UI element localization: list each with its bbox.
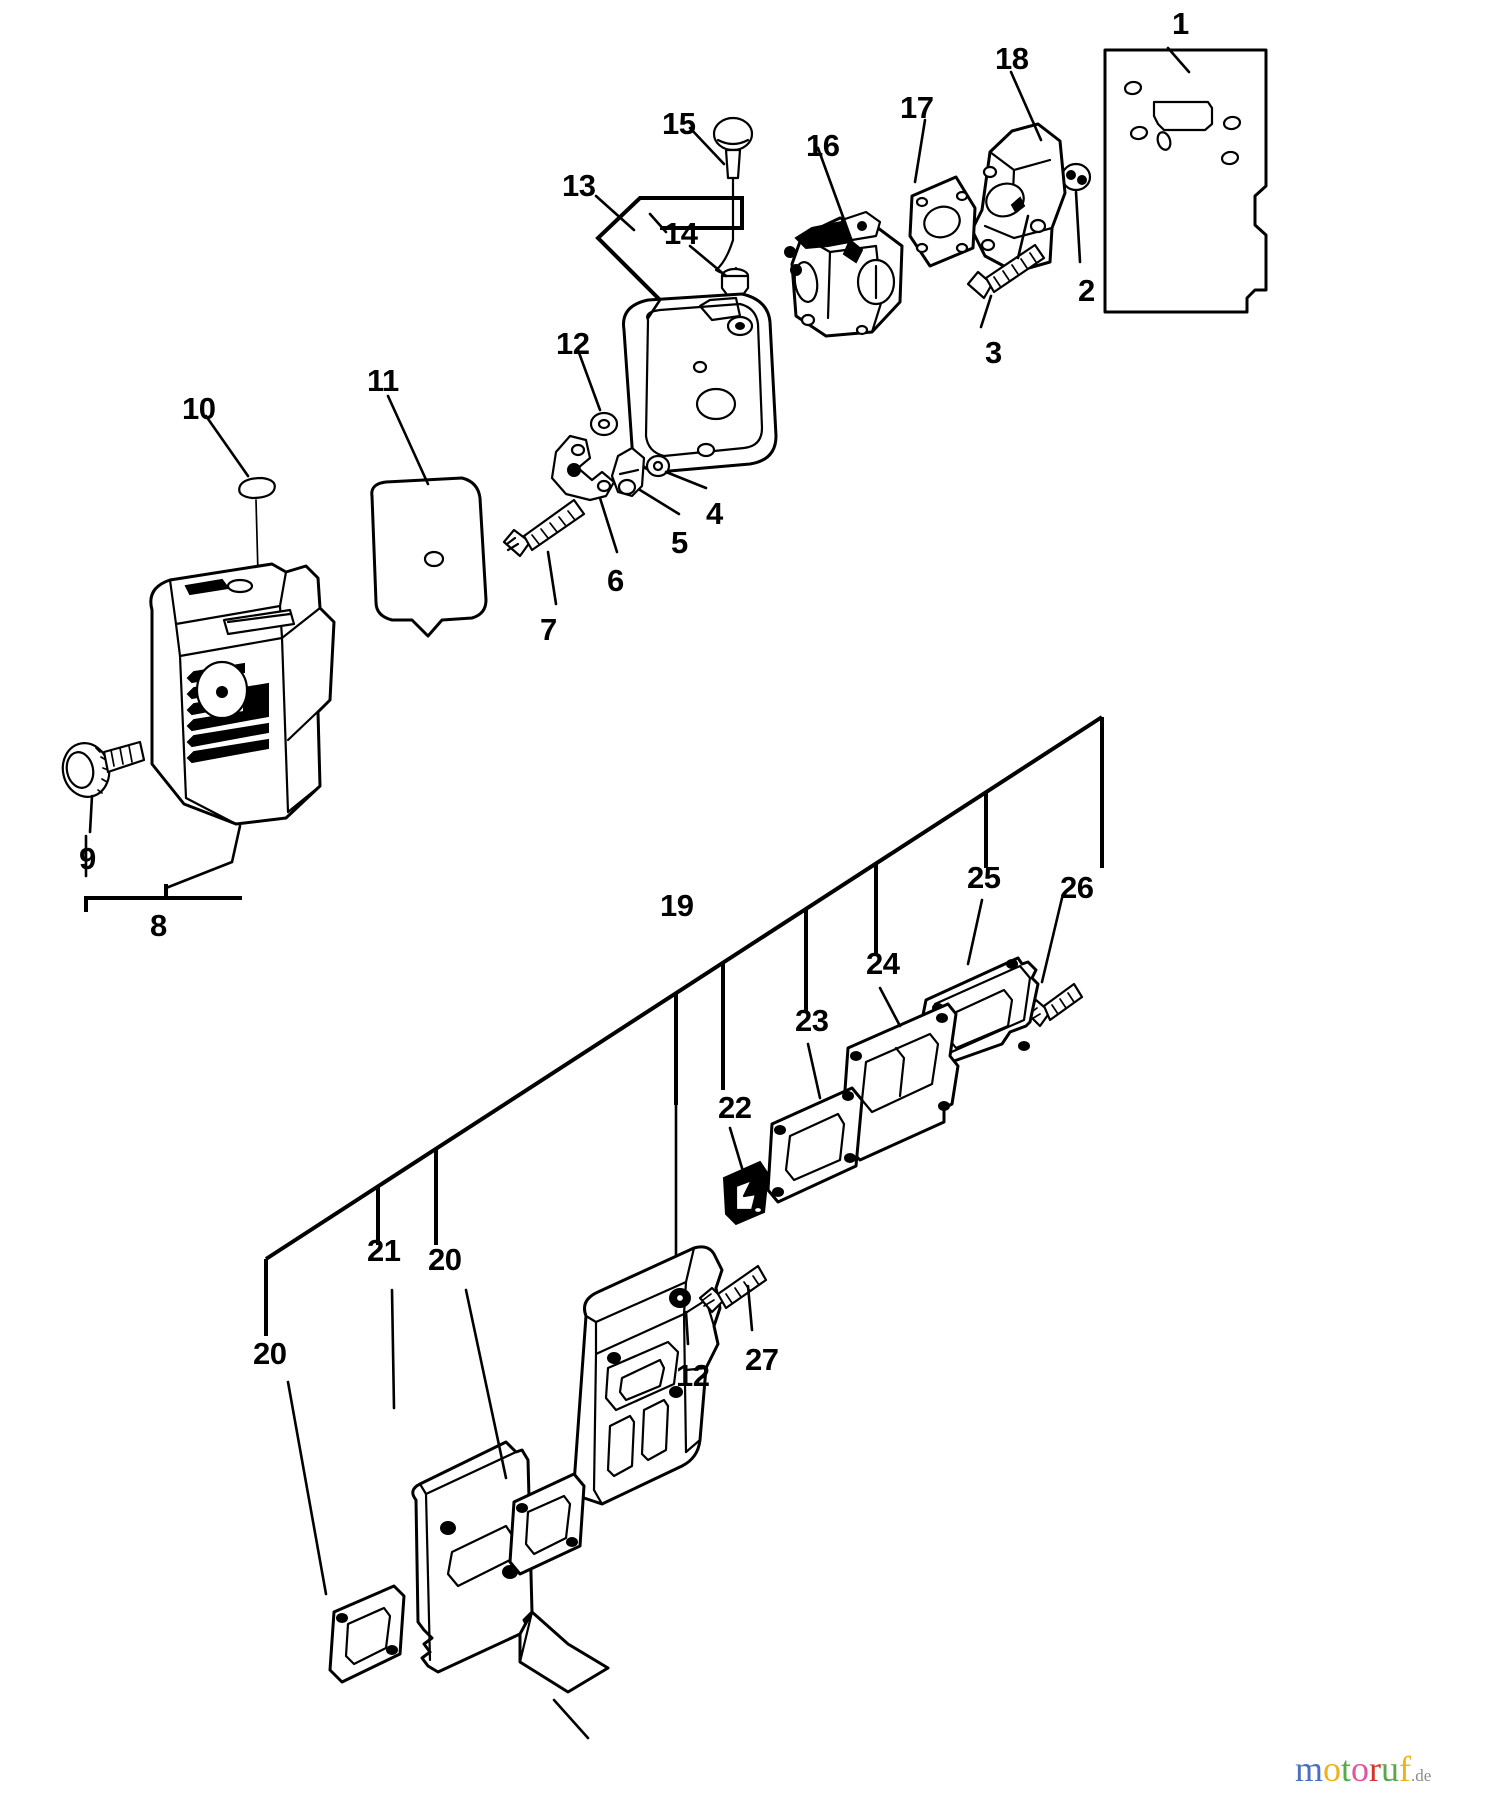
callout-1: 1 (1172, 6, 1189, 41)
part-5-spring-clip (610, 446, 681, 516)
callout-9: 9 (79, 841, 96, 876)
part-15-choke-rod-knob (688, 116, 754, 275)
callout-26: 26 (1060, 870, 1094, 905)
watermark-suffix: .de (1411, 1766, 1432, 1785)
part-12-washer (576, 348, 619, 437)
watermark-letter-o1: o (1323, 1749, 1342, 1789)
callout-27: 27 (745, 1342, 779, 1377)
callout-24: 24 (866, 946, 900, 981)
part-12-washer-2 (669, 1288, 691, 1346)
callout-20b: 20 (253, 1336, 287, 1371)
watermark-letter-t: t (1341, 1749, 1352, 1789)
callout-7: 7 (540, 612, 557, 647)
callout-18: 18 (995, 41, 1029, 76)
muffler-assembly-bracket (264, 715, 1104, 1336)
part-6-choke-lever-plate (550, 434, 619, 554)
part-18-intake-manifold-block (970, 70, 1067, 274)
watermark-letter-f: f (1399, 1749, 1412, 1789)
watermark-letter-u: u (1381, 1749, 1400, 1789)
watermark-letter-o2: o (1351, 1749, 1370, 1789)
callout-5: 5 (671, 525, 688, 560)
part-4-washer-small (645, 454, 708, 490)
callout-2: 2 (1078, 273, 1095, 308)
watermark-letter-m: m (1295, 1749, 1324, 1789)
part-9-thumb-screw (61, 740, 146, 878)
callout-12: 12 (556, 326, 590, 361)
callout-12b: 12 (676, 1358, 710, 1393)
part-1-diaphragm-gasket (1103, 46, 1268, 314)
part-27-screw-muffler-mount (698, 1264, 768, 1332)
callout-20: 20 (428, 1242, 462, 1277)
part-13-14-bracket (594, 194, 744, 302)
callout-14: 14 (664, 216, 698, 251)
part-8-air-cleaner-cover (149, 562, 336, 890)
part-17-carburetor-gasket (908, 118, 977, 268)
callout-15: 15 (662, 106, 696, 141)
part-3-screw (966, 214, 1046, 329)
callout-13: 13 (562, 168, 596, 203)
part-22-spark-arrestor-screen (722, 1126, 770, 1226)
part-20-exhaust-gasket-2 (286, 1380, 406, 1684)
callout-22: 22 (718, 1090, 752, 1125)
part-20-exhaust-gasket (464, 1288, 586, 1576)
part-19-muffler-body (572, 1103, 724, 1506)
part-14-air-filter-housing (622, 292, 778, 474)
callout-21: 21 (367, 1233, 401, 1268)
part-7-screw-long (502, 498, 586, 606)
part-21-heat-deflector-shield (390, 1288, 610, 1740)
callout-23: 23 (795, 1003, 829, 1038)
callout-3: 3 (985, 335, 1002, 370)
part-24-heat-shield-gasket (842, 986, 960, 1162)
callout-17: 17 (900, 90, 934, 125)
part-2-nut (1060, 162, 1092, 264)
part-23-muffler-gasket (766, 1042, 864, 1204)
callout-19: 19 (660, 888, 694, 923)
part-16-carburetor (784, 146, 904, 338)
callout-8: 8 (150, 908, 167, 943)
callout-4: 4 (706, 496, 723, 531)
callout-16: 16 (806, 128, 840, 163)
watermark-letter-r: r (1369, 1749, 1382, 1789)
callout-11: 11 (367, 363, 399, 398)
part-11-air-filter-element (370, 394, 488, 638)
callout-25: 25 (967, 860, 1001, 895)
bracket-part-8 (84, 884, 242, 912)
callout-6: 6 (607, 563, 624, 598)
site-watermark: motoruf.de (1295, 1748, 1431, 1790)
callout-10: 10 (182, 391, 216, 426)
